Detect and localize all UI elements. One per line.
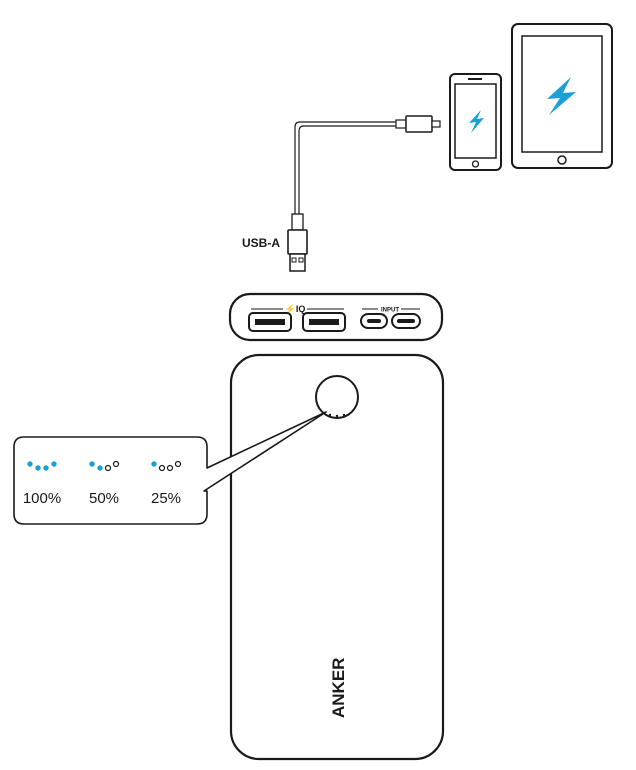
- phone-speaker: [468, 78, 482, 80]
- lightning-bolt-icon: [547, 77, 576, 115]
- led-off-dot: [104, 464, 112, 472]
- battery-indicator-callout: 100% 50% 25%: [13, 411, 327, 525]
- usb-a-connector: [287, 213, 308, 272]
- power-bank-ports-view: ⚡IQ INPUT: [228, 292, 444, 342]
- poweriq-label: ⚡IQ: [285, 303, 306, 315]
- led-on-dot: [151, 461, 157, 467]
- led-dot: [328, 413, 332, 417]
- usb-a-port-2: [302, 312, 346, 332]
- cable-connector-label: USB-A: [242, 236, 280, 250]
- usb-c-input-port: [391, 313, 421, 329]
- battery-level-label: 100%: [23, 490, 61, 507]
- led-off-dot: [112, 460, 120, 468]
- led-on-dot: [97, 465, 103, 471]
- charging-cable: USB-A: [242, 115, 441, 272]
- led-off-dot: [158, 464, 166, 472]
- led-on-dot: [43, 465, 49, 471]
- led-on-dot: [89, 461, 95, 467]
- battery-level-label: 50%: [89, 490, 119, 507]
- battery-legend: 100% 50% 25%: [23, 460, 182, 507]
- input-label: INPUT: [381, 308, 399, 314]
- power-bank-body: [229, 353, 445, 761]
- usb-a-port-1: [248, 312, 292, 332]
- led-dot: [342, 413, 346, 417]
- phone-home-button: [471, 160, 480, 168]
- battery-level-2: 25%: [151, 460, 182, 507]
- battery-level-1: 50%: [89, 460, 120, 507]
- led-on-dot: [27, 461, 33, 467]
- led-on-dot: [51, 461, 57, 467]
- battery-level-label: 25%: [151, 490, 181, 507]
- led-on-dot: [35, 465, 41, 471]
- power-button: [315, 375, 359, 419]
- led-off-dot: [174, 460, 182, 468]
- brand-logo: ANKER: [329, 658, 348, 718]
- tablet: [511, 23, 613, 169]
- led-dot: [335, 414, 339, 418]
- phone: [449, 73, 502, 171]
- tablet-home-button: [557, 155, 567, 165]
- lightning-connector: [395, 115, 441, 133]
- lightning-bolt-icon: [469, 110, 484, 133]
- power-bank: ANKER: [229, 353, 445, 761]
- micro-usb-input-port: [360, 313, 388, 329]
- battery-level-0: 100%: [23, 461, 61, 507]
- led-off-dot: [166, 464, 174, 472]
